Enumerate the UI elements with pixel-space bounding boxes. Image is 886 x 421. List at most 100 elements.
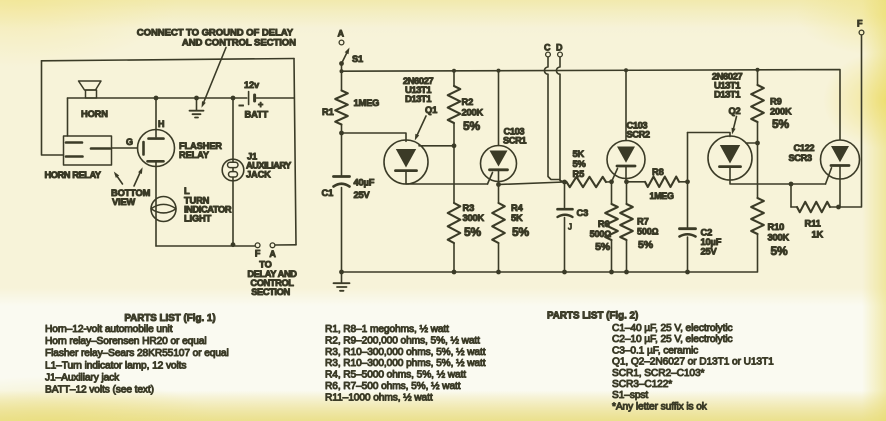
svg-text:S1–spst: S1–spst [612, 390, 648, 401]
svg-text:5K: 5K [573, 149, 585, 159]
svg-text:D: D [556, 43, 563, 53]
svg-text:10µF: 10µF [701, 237, 722, 247]
svg-text:40µF: 40µF [354, 178, 375, 188]
svg-text:R3, R10–300,000 phms, 5%, ½ wa: R3, R10–300,000 phms, 5%, ½ watt [325, 358, 486, 369]
svg-text:5%: 5% [638, 239, 654, 251]
svg-text:F: F [857, 19, 863, 29]
svg-text:R5: R5 [573, 169, 585, 179]
svg-text:J1: J1 [247, 152, 257, 162]
svg-text:R2: R2 [462, 97, 474, 107]
svg-text:C: C [544, 43, 551, 53]
svg-text:AUXILIARY: AUXILIARY [246, 161, 292, 171]
svg-text:*Any letter suffix is ok: *Any letter suffix is ok [612, 401, 708, 412]
svg-text:5K: 5K [511, 213, 523, 223]
svg-text:Q1: Q1 [425, 105, 437, 115]
svg-text:Flasher relay–Sears 28KR55107: Flasher relay–Sears 28KR55107 or equal [45, 348, 229, 359]
svg-text:L1–Turn indicator lamp, 12 vol: L1–Turn indicator lamp, 12 volts [45, 360, 186, 371]
svg-text:1MEG: 1MEG [650, 191, 675, 201]
svg-text:DELAY AND: DELAY AND [247, 269, 297, 279]
svg-text:R4, R5–5000 ohms, 5%, ½ watt: R4, R5–5000 ohms, 5%, ½ watt [325, 370, 466, 381]
svg-text:D13T1: D13T1 [714, 90, 741, 101]
svg-text:C3: C3 [577, 208, 589, 218]
svg-text:C1: C1 [322, 188, 334, 198]
svg-text:L: L [184, 186, 190, 196]
svg-text:5%: 5% [772, 117, 790, 131]
svg-text:C103: C103 [504, 127, 525, 137]
svg-text:J1–Auxiliary jack: J1–Auxiliary jack [45, 372, 120, 383]
svg-text:R2, R9–200,000 ohms, 5%, ½ wat: R2, R9–200,000 ohms, 5%, ½ watt [325, 335, 480, 346]
svg-text:2N6027: 2N6027 [403, 76, 433, 87]
svg-text:A: A [269, 249, 276, 259]
svg-text:CONTROL: CONTROL [250, 278, 294, 288]
svg-text:R9: R9 [770, 97, 782, 107]
svg-text:200K: 200K [770, 107, 792, 117]
svg-text:C2–10 µF, 25 V, electrolytic: C2–10 µF, 25 V, electrolytic [612, 334, 732, 345]
svg-text:200K: 200K [462, 108, 484, 118]
svg-text:SCR3–C122*: SCR3–C122* [612, 379, 672, 390]
svg-text:Q2: Q2 [728, 106, 740, 116]
svg-text:25V: 25V [354, 190, 371, 200]
svg-text:5%: 5% [512, 225, 530, 239]
svg-text:R1: R1 [322, 107, 334, 117]
svg-text:TURN: TURN [184, 196, 210, 206]
svg-text:C2: C2 [701, 228, 713, 238]
svg-text:R6, R7–500 ohms, 5%, ½ watt: R6, R7–500 ohms, 5%, ½ watt [325, 381, 461, 392]
svg-text:J: J [568, 223, 572, 232]
svg-text:1K: 1K [812, 230, 824, 240]
svg-text:U13T1: U13T1 [714, 81, 741, 92]
svg-text:SCR2: SCR2 [627, 130, 650, 140]
svg-text:5%: 5% [573, 159, 587, 169]
svg-text:5%: 5% [464, 225, 482, 239]
svg-text:25V: 25V [701, 247, 718, 257]
svg-text:−: − [239, 101, 244, 111]
svg-text:AND CONTROL SECTION: AND CONTROL SECTION [182, 38, 296, 49]
svg-text:5%: 5% [771, 244, 789, 258]
svg-text:R6: R6 [598, 219, 610, 229]
svg-text:+: + [258, 100, 263, 110]
svg-text:SECTION: SECTION [251, 287, 290, 297]
svg-text:300K: 300K [768, 233, 790, 243]
svg-text:C1–40 µF, 25 V, electrolytic: C1–40 µF, 25 V, electrolytic [612, 323, 732, 334]
svg-text:BATT: BATT [245, 110, 269, 120]
svg-text:H: H [158, 119, 164, 129]
svg-text:PARTS LIST (Fig. 2): PARTS LIST (Fig. 2) [547, 311, 638, 322]
svg-text:U13T1: U13T1 [405, 85, 432, 96]
svg-text:SCR1, SCR2–C103*: SCR1, SCR2–C103* [612, 368, 705, 379]
svg-text:G: G [126, 137, 133, 147]
svg-text:R8: R8 [652, 167, 664, 177]
svg-text:CONNECT TO GROUND OF DELAY: CONNECT TO GROUND OF DELAY [137, 28, 294, 39]
svg-text:PARTS LIST (Fig. 1): PARTS LIST (Fig. 1) [124, 313, 215, 324]
svg-text:500Ω: 500Ω [590, 229, 612, 239]
svg-text:300K: 300K [463, 213, 485, 223]
svg-text:VIEW: VIEW [112, 197, 136, 207]
svg-text:JACK: JACK [246, 170, 271, 180]
svg-text:C3–0.1 µF, ceramic: C3–0.1 µF, ceramic [612, 345, 698, 356]
svg-text:C103: C103 [627, 121, 648, 131]
svg-text:C122: C122 [794, 143, 815, 153]
svg-text:SCR1: SCR1 [503, 136, 526, 146]
svg-text:Horn–12-volt automobile unit: Horn–12-volt automobile unit [45, 324, 173, 335]
svg-text:BOTTOM: BOTTOM [111, 188, 151, 198]
svg-text:R11–1000 ohms, ½ watt: R11–1000 ohms, ½ watt [325, 392, 433, 403]
svg-text:R3: R3 [463, 203, 475, 213]
svg-text:R10: R10 [768, 222, 785, 232]
svg-text:S1: S1 [352, 54, 363, 64]
svg-text:5%: 5% [595, 241, 611, 253]
svg-text:5%: 5% [463, 119, 481, 133]
svg-text:FLASHER: FLASHER [179, 141, 222, 151]
svg-text:Q1, Q2–2N6027 or D13T1 or U13T: Q1, Q2–2N6027 or D13T1 or U13T1 [612, 357, 774, 368]
svg-text:1MEG: 1MEG [354, 98, 380, 108]
svg-text:R11: R11 [805, 219, 821, 229]
svg-text:12v: 12v [244, 80, 260, 90]
svg-text:R3, R10–300,000 ohms, 5%, ½ wa: R3, R10–300,000 ohms, 5%, ½ watt [325, 347, 486, 358]
svg-text:A: A [338, 29, 345, 39]
svg-text:R7: R7 [637, 217, 649, 227]
svg-text:HORN RELAY: HORN RELAY [45, 170, 102, 180]
svg-text:R1, R8–1 megohms, ½ watt: R1, R8–1 megohms, ½ watt [325, 324, 449, 335]
svg-text:INDICATOR: INDICATOR [184, 205, 232, 215]
svg-text:R4: R4 [511, 203, 524, 213]
svg-text:2N6027: 2N6027 [712, 72, 742, 83]
svg-text:LIGHT: LIGHT [184, 214, 212, 224]
svg-text:Horn relay–Sorensen HR20 or eq: Horn relay–Sorensen HR20 or equal [45, 336, 207, 347]
svg-text:D13T1: D13T1 [405, 94, 432, 105]
